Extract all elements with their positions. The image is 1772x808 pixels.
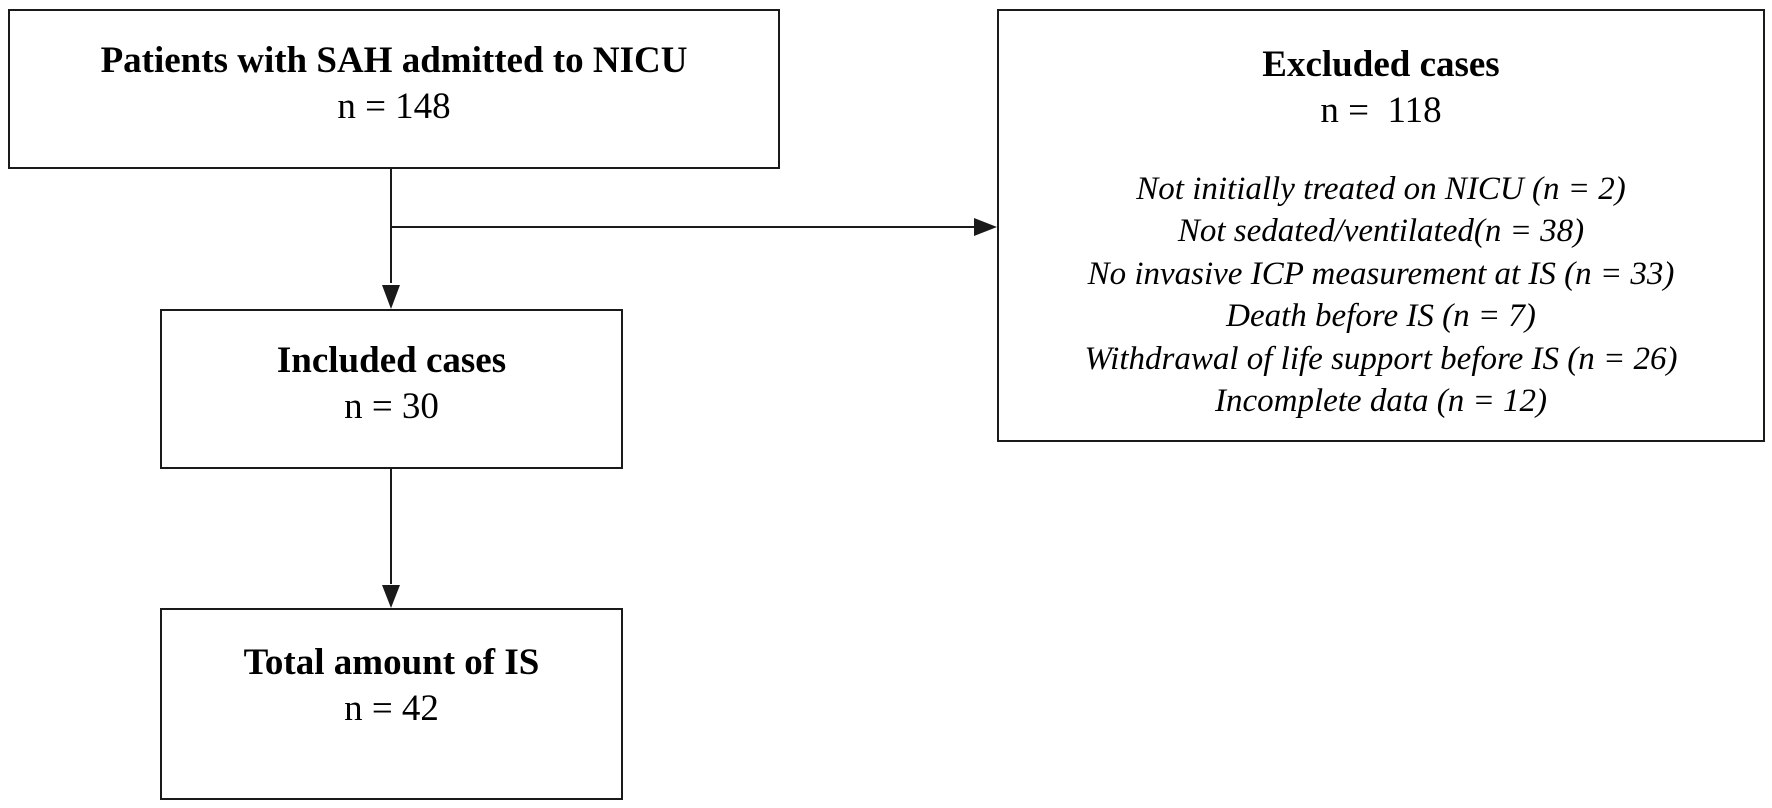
exclusion-reason: Death before IS (n = 7)	[1226, 298, 1536, 335]
included-box: Included cases n = 30	[160, 309, 623, 469]
excluded-box: Excluded cases n = 118 Not initially tre…	[997, 9, 1765, 442]
total-box: Total amount of IS n = 42	[160, 608, 623, 800]
arrowhead-excluded	[974, 218, 997, 236]
exclusion-reason: Withdrawal of life support before IS (n …	[1084, 340, 1678, 377]
arrowhead-included	[382, 285, 400, 309]
patients-count: n = 148	[337, 86, 451, 127]
exclusion-reason: No invasive ICP measurement at IS (n = 3…	[1087, 255, 1675, 292]
exclusion-reason: Incomplete data (n = 12)	[1214, 383, 1547, 420]
total-title: Total amount of IS	[243, 642, 540, 683]
included-title: Included cases	[276, 340, 507, 381]
patients-title: Patients with SAH admitted to NICU	[100, 40, 688, 81]
excluded-title: Excluded cases	[1262, 44, 1500, 85]
exclusion-reason: Not initially treated on NICU (n = 2)	[1136, 171, 1626, 207]
patients-box: Patients with SAH admitted to NICU n = 1…	[8, 9, 780, 169]
included-count: n = 30	[344, 386, 439, 427]
exclusion-reasons-list: Not initially treated on NICU (n = 2) No…	[999, 168, 1763, 422]
total-count: n = 42	[344, 688, 439, 729]
excluded-count: n = 118	[1320, 90, 1442, 131]
arrowhead-total	[382, 585, 400, 608]
exclusion-reason: Not sedated/ventilated(n = 38)	[1177, 213, 1585, 250]
